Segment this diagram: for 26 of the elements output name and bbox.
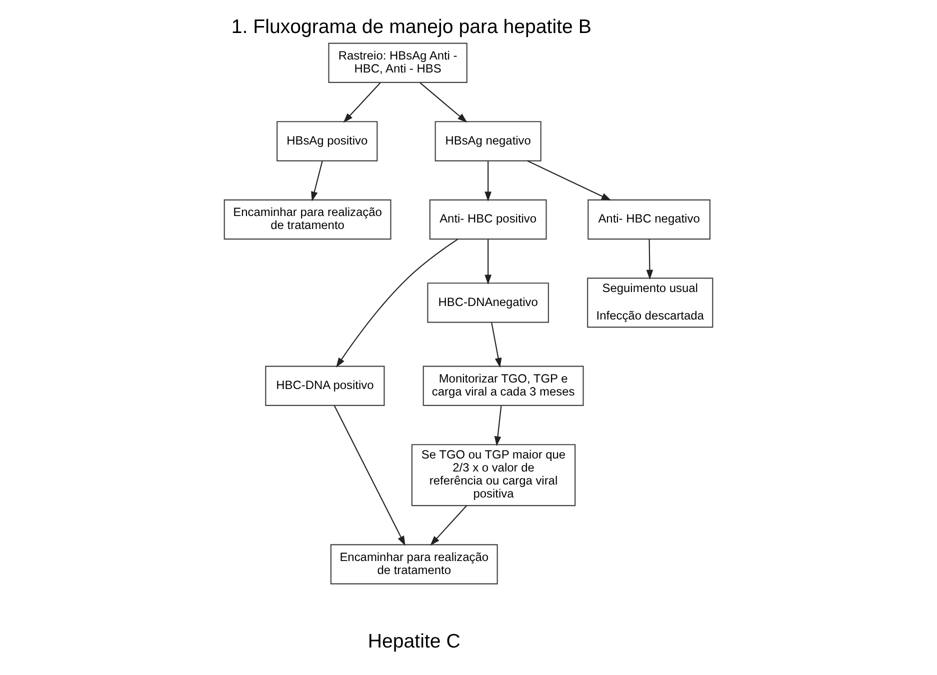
node-box: HBC-DNA positivo [265, 366, 385, 406]
diagram-title: 1. Fluxograma de manejo para hepatite B [231, 16, 592, 38]
arrow [311, 160, 323, 202]
node-box: HBsAg positivo [276, 121, 378, 162]
arrow [646, 239, 654, 280]
arrow [430, 505, 468, 546]
node-box: HBC-DNAnegativo [427, 282, 549, 323]
node-box: Anti- HBC negativo [588, 199, 710, 240]
node-box: Seguimento usual Infecção descartada [587, 278, 714, 328]
node-box: Rastreio: HBsAg Anti - HBC, Anti - HBS [328, 42, 468, 84]
label: Hepatite C [368, 630, 460, 652]
arrow [343, 82, 381, 123]
arrow [494, 406, 502, 446]
node-box: HBsAg negativo [434, 121, 542, 162]
arrow [334, 405, 406, 546]
arrow [491, 322, 502, 368]
arrow [527, 160, 612, 201]
arrow [420, 82, 468, 123]
node-box: Se TGO ou TGP maior que 2/3 x o valor de referência ou carga viral positiva [411, 444, 576, 506]
node-box: Monitorizar TGO, TGP e carga viral a cada 3 meses [422, 366, 584, 406]
arrow [484, 161, 492, 202]
node-box: Encaminhar para realização de tratamento [330, 544, 498, 584]
node-box: Anti- HBC positivo [429, 199, 547, 240]
arrow [336, 238, 458, 368]
node-box: Encaminhar para realização de tratamento [224, 199, 392, 240]
arrow [484, 239, 492, 285]
